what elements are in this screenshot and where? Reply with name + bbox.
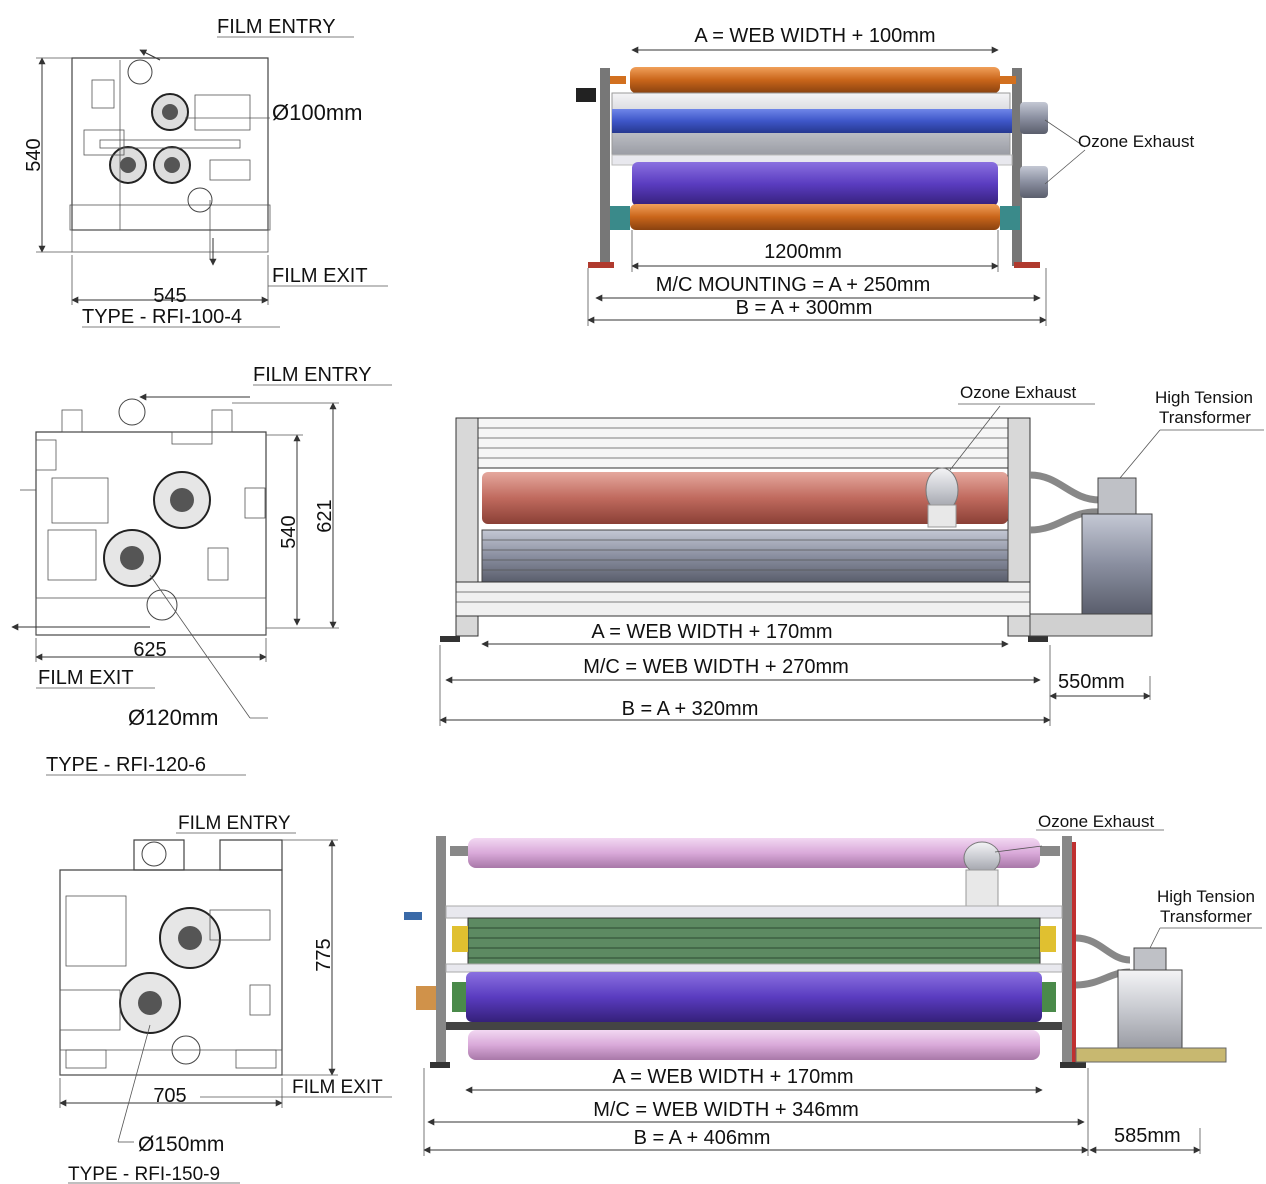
rfi150-frame xyxy=(59,839,283,1076)
rfi100-ozone-exhaust-label: Ozone Exhaust xyxy=(1078,132,1195,151)
rfi100-roller-bottom-orange xyxy=(630,204,1000,230)
rfi100-roller-length: 1200mm xyxy=(764,241,842,263)
rfi120-type-label: TYPE - RFI-120-6 xyxy=(46,754,206,776)
rfi100-ozone-exhaust-top xyxy=(1020,102,1048,134)
rfi150-roller-bottom-pink xyxy=(468,1030,1040,1060)
rfi120-height-inner-dim: 540 xyxy=(278,515,300,548)
rfi100-dim-b: B = A + 300mm xyxy=(736,297,873,319)
rfi100-frame xyxy=(69,57,271,260)
rfi100-height-dim: 540 xyxy=(23,138,45,171)
rfi100-roller-diameter: Ø100mm xyxy=(272,100,362,125)
rfi120-electrode-roller xyxy=(481,529,1009,583)
rfi100-mc-mounting: M/C MOUNTING = A + 250mm xyxy=(656,274,931,296)
rfi150-side-view: FILM ENTRY 775 FILM EXIT 7 xyxy=(59,813,392,1184)
rfi100-ozone-exhaust-bottom xyxy=(1020,166,1048,198)
rfi150-ozone-exhaust xyxy=(963,841,1001,875)
rfi120-roller-red xyxy=(482,472,1008,524)
rfi120-front-view: Ozone Exhaust High Tension Transformer A… xyxy=(439,383,1264,726)
rfi150-film-entry-label: FILM ENTRY xyxy=(178,813,291,834)
rfi120-side-view: FILM ENTRY 540 621 xyxy=(11,364,392,776)
rfi100-roller-blue xyxy=(612,109,1012,133)
rfi150-height-dim: 775 xyxy=(313,938,335,971)
rfi150-roller-purple xyxy=(466,972,1042,1022)
rfi120-film-exit-label: FILM EXIT xyxy=(38,667,134,689)
rfi120-frame xyxy=(20,398,267,636)
rfi150-type-label: TYPE - RFI-150-9 xyxy=(68,1164,220,1184)
rfi120-transformer-body xyxy=(1081,513,1153,615)
rfi100-film-entry-label: FILM ENTRY xyxy=(217,16,336,38)
rfi120-film-entry-label: FILM ENTRY xyxy=(253,364,372,386)
rfi150-transformer-top xyxy=(1133,947,1167,971)
rfi120-height-outer-dim: 621 xyxy=(314,499,336,532)
rfi120-dim-b: B = A + 320mm xyxy=(622,698,759,720)
rfi100-roller-top-orange xyxy=(630,67,1000,93)
rfi120-ozone-exhaust-label: Ozone Exhaust xyxy=(960,383,1077,402)
rfi120-width-dim: 625 xyxy=(133,639,166,661)
rfi100-roller-purple xyxy=(632,162,998,206)
rfi150-roller-top-pink xyxy=(468,838,1040,868)
rfi120-transformer-line1: High Tension xyxy=(1155,388,1253,407)
rfi150-dim-b: B = A + 406mm xyxy=(634,1127,771,1149)
rfi150-transformer-body xyxy=(1117,969,1183,1049)
rfi120-dim-mc: M/C = WEB WIDTH + 270mm xyxy=(583,656,849,678)
rfi150-film-exit-label: FILM EXIT xyxy=(292,1077,383,1098)
rfi120-side-dim: 550mm xyxy=(1058,671,1125,693)
rfi150-transformer-line1: High Tension xyxy=(1157,887,1255,906)
rfi120-roller-diameter: Ø120mm xyxy=(128,705,218,730)
rfi100-width-dim: 545 xyxy=(153,285,186,307)
rfi100-type-label: TYPE - RFI-100-4 xyxy=(82,306,242,328)
rfi150-front-view: Ozone Exhaust High Tension Transformer A… xyxy=(404,812,1262,1156)
rfi150-ozone-exhaust-label: Ozone Exhaust xyxy=(1038,812,1155,831)
rfi100-dim-a-label: A = WEB WIDTH + 100mm xyxy=(694,25,935,47)
rfi150-dim-mc: M/C = WEB WIDTH + 346mm xyxy=(593,1099,859,1121)
rfi150-transformer-line2: Transformer xyxy=(1160,907,1252,926)
rfi100-side-view: FILM ENTRY 540 xyxy=(23,16,388,328)
rfi150-side-dim: 585mm xyxy=(1114,1125,1181,1147)
rfi150-dim-a: A = WEB WIDTH + 170mm xyxy=(612,1066,853,1088)
rfi120-transformer-line2: Transformer xyxy=(1159,408,1251,427)
rfi120-transformer-top xyxy=(1097,477,1137,515)
rfi150-width-dim: 705 xyxy=(153,1085,186,1107)
rfi100-film-exit-label: FILM EXIT xyxy=(272,265,368,287)
rfi150-roller-green xyxy=(467,917,1041,965)
rfi150-roller-diameter: Ø150mm xyxy=(138,1133,224,1156)
rfi120-dim-a: A = WEB WIDTH + 170mm xyxy=(591,621,832,643)
rfi100-front-view: A = WEB WIDTH + 100mm Ozone Exhaust 1200… xyxy=(576,25,1195,326)
